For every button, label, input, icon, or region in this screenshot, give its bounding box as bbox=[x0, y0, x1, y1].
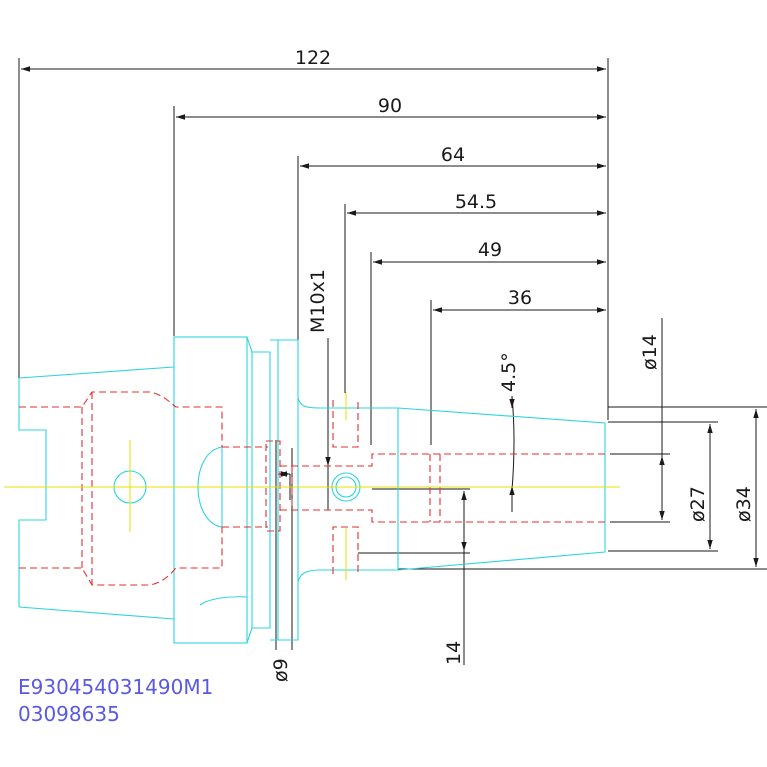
dia-14-label: ø14 bbox=[639, 334, 661, 370]
dim-90-label: 90 bbox=[378, 95, 402, 117]
hidden-lines bbox=[19, 391, 605, 586]
dia-9-dimension: ø9 bbox=[270, 440, 293, 682]
center-lines bbox=[4, 392, 620, 580]
length-14-label: 14 bbox=[443, 641, 465, 665]
dim-49-label: 49 bbox=[478, 239, 502, 261]
dim-64-label: 64 bbox=[441, 144, 465, 166]
dia-34-label: ø34 bbox=[733, 486, 755, 522]
dia-27-label: ø27 bbox=[687, 486, 709, 522]
part-outline bbox=[18, 336, 606, 644]
dia-9-label: ø9 bbox=[270, 658, 292, 682]
part-code-line2: 03098635 bbox=[18, 702, 120, 726]
dim-122-label: 122 bbox=[295, 47, 331, 69]
diameter-dimensions: ø14 ø27 ø34 bbox=[398, 318, 767, 570]
angle-label: 4.5° bbox=[498, 352, 520, 392]
dim-36-label: 36 bbox=[508, 287, 532, 309]
thread-label: M10x1 bbox=[307, 269, 329, 333]
angle-dimension: 4.5° bbox=[498, 352, 520, 512]
length-14-dimension: 14 bbox=[358, 488, 470, 665]
dim-54-5-label: 54.5 bbox=[455, 191, 497, 213]
thread-dimension: M10x1 bbox=[307, 269, 331, 510]
part-code-line1: E930454031490M1 bbox=[18, 675, 213, 699]
length-dimensions: 122 90 64 54.5 49 36 bbox=[18, 47, 609, 445]
